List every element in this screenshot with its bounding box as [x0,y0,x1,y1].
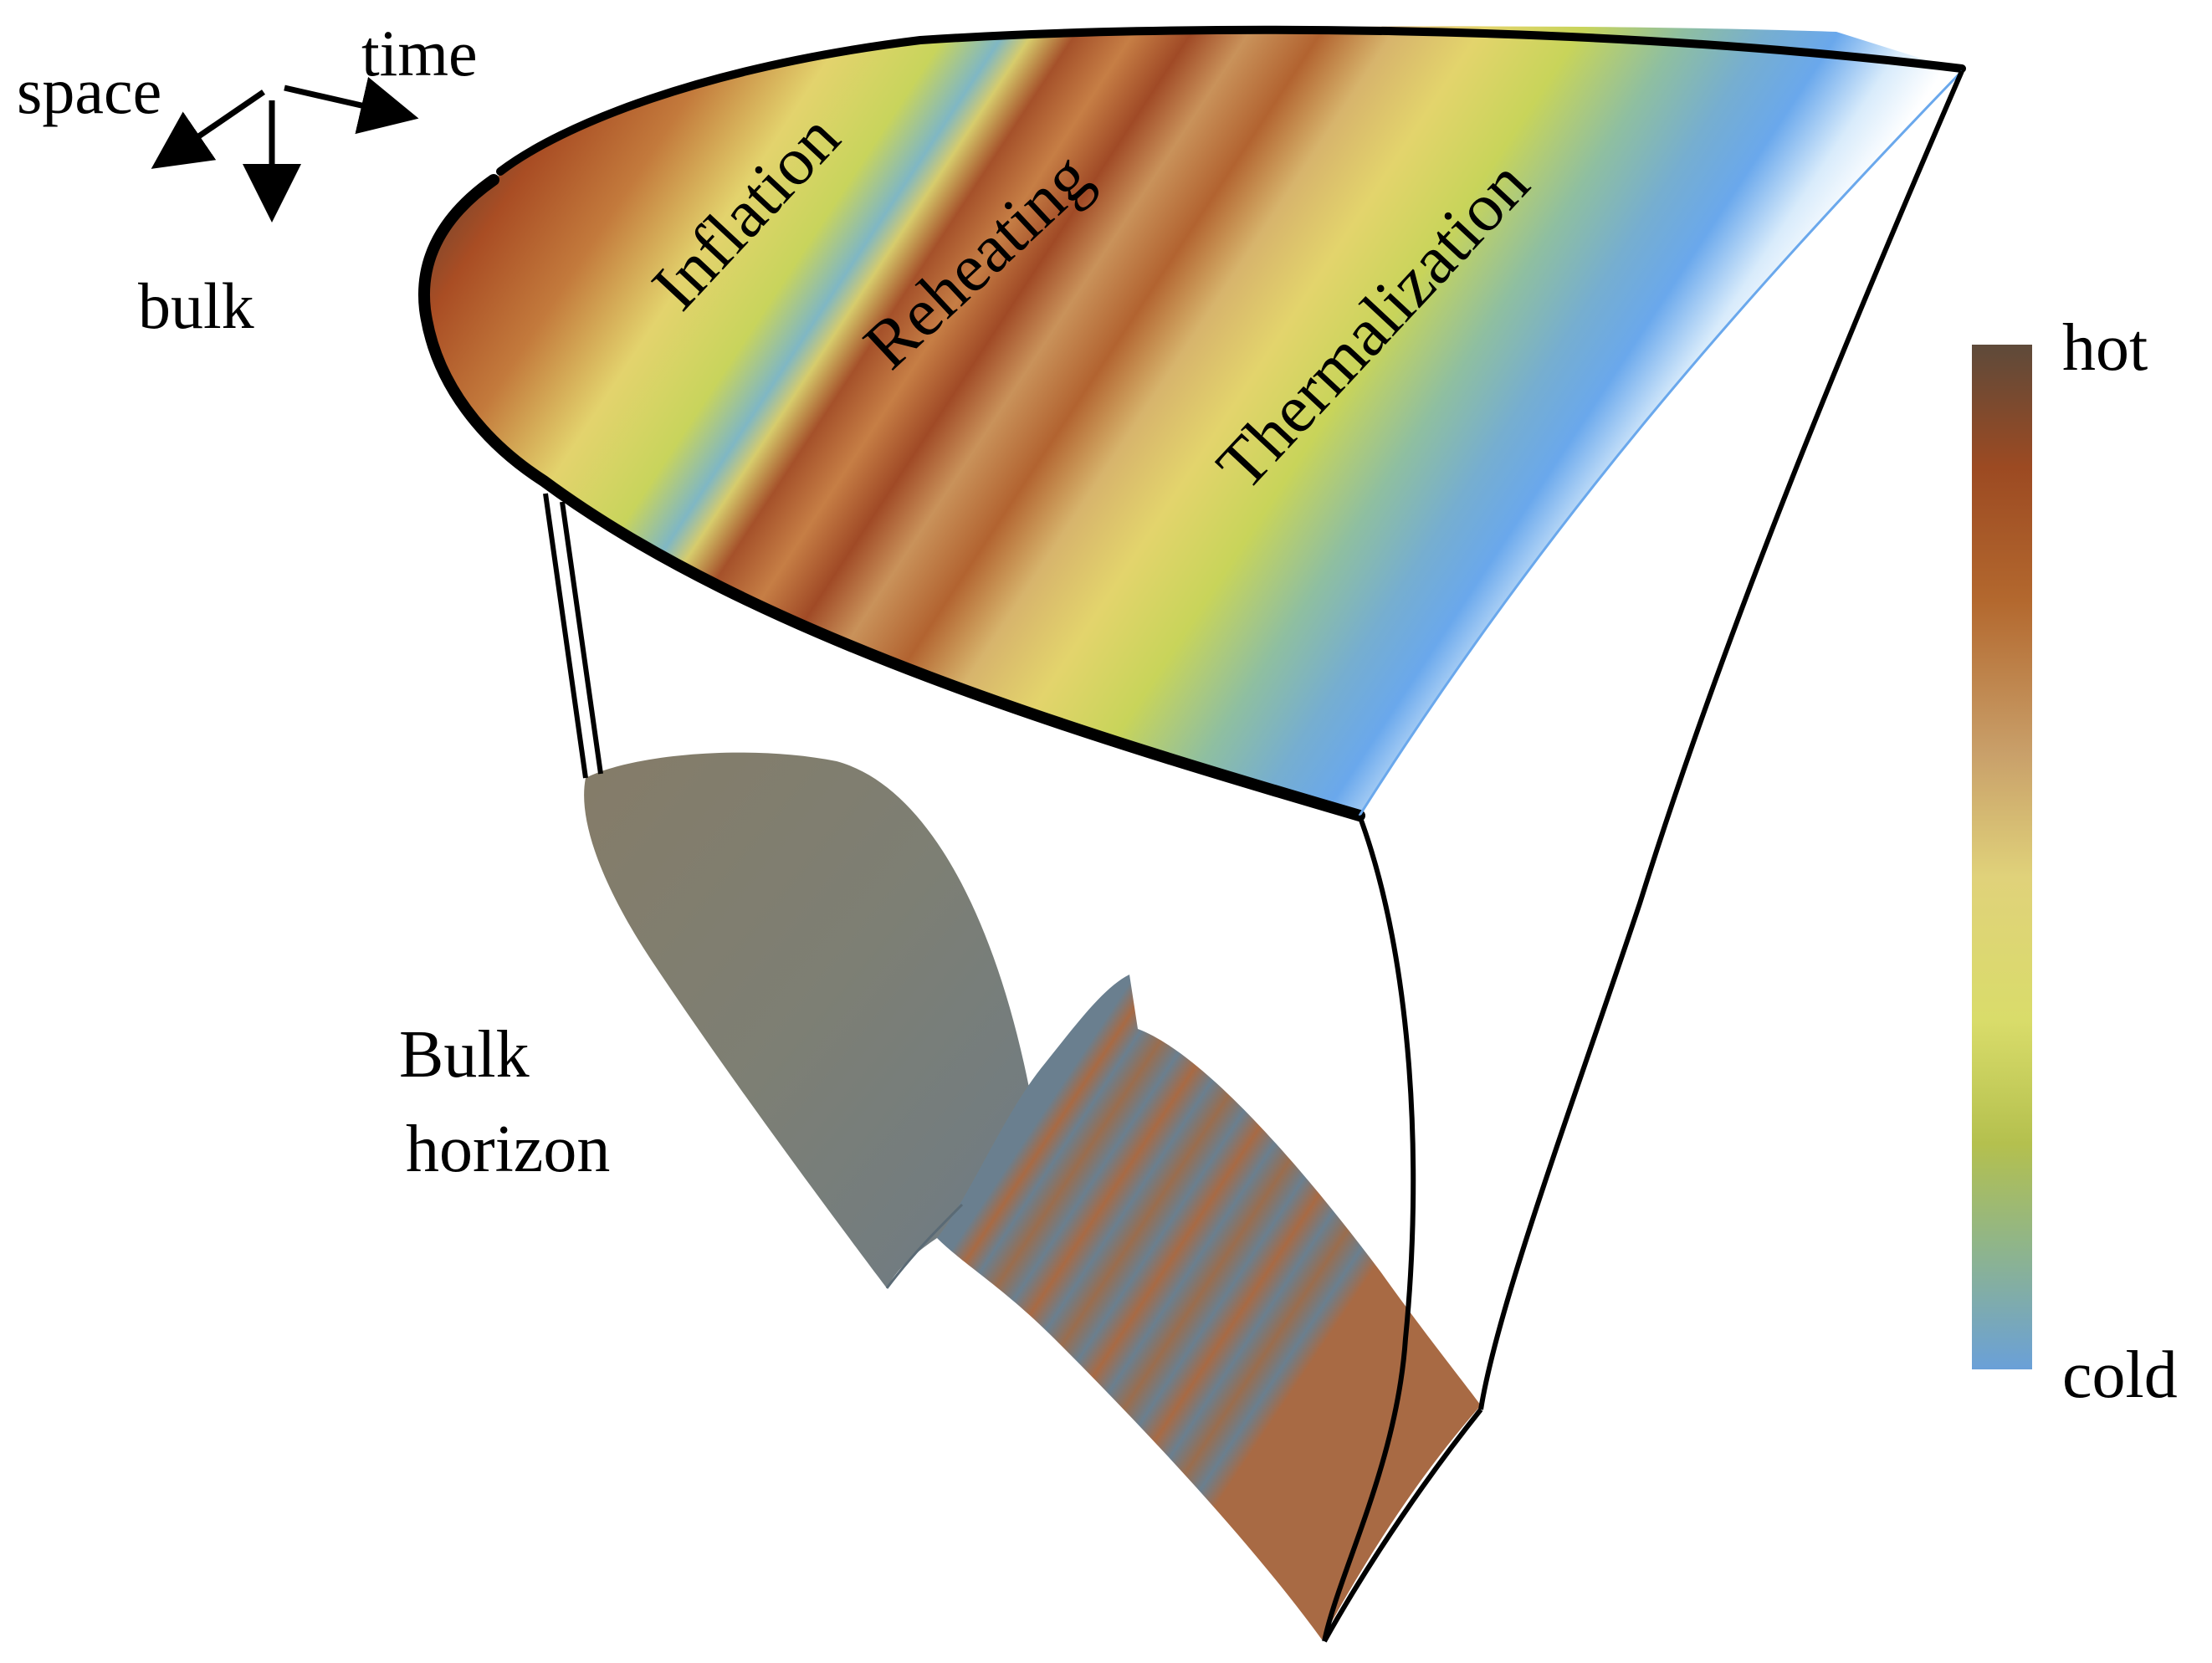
boundary-right-edge [1358,69,1964,816]
colorbar-bar [1972,345,2032,1369]
horizon-rippled-part [937,975,1481,1640]
bulk-edge-right [1478,69,1964,1410]
axis-label-space: space [17,54,161,127]
horizon-smooth-part [584,752,1031,1288]
axis-label-bulk: bulk [138,269,254,342]
horizon-label-line2: horizon [406,1113,610,1186]
boundary-surface [423,26,1963,816]
axis-label-time: time [361,17,478,90]
horizon-label-line1: Bulk [399,1018,530,1092]
axis-arrow-time [284,76,419,135]
bulk-horizon-surface [584,752,1481,1640]
bulk-edge-bottom [1322,1408,1483,1643]
bulk-edge-left-outer [543,493,588,779]
boundary-front-edge [418,174,1365,821]
colorbar: hot cold [1972,311,2178,1412]
axis-indicator: space time bulk [17,17,478,342]
bulk-edge-left-inner [560,501,603,775]
boundary-top-edge [496,25,1966,176]
horizon-ripple-crest [885,1203,964,1289]
bulk-edges [543,69,1964,1643]
colorbar-label-hot: hot [2062,311,2148,385]
bulk-edge-front [1322,814,1416,1642]
axis-arrow-space [151,90,265,169]
colorbar-label-cold: cold [2062,1338,2178,1412]
